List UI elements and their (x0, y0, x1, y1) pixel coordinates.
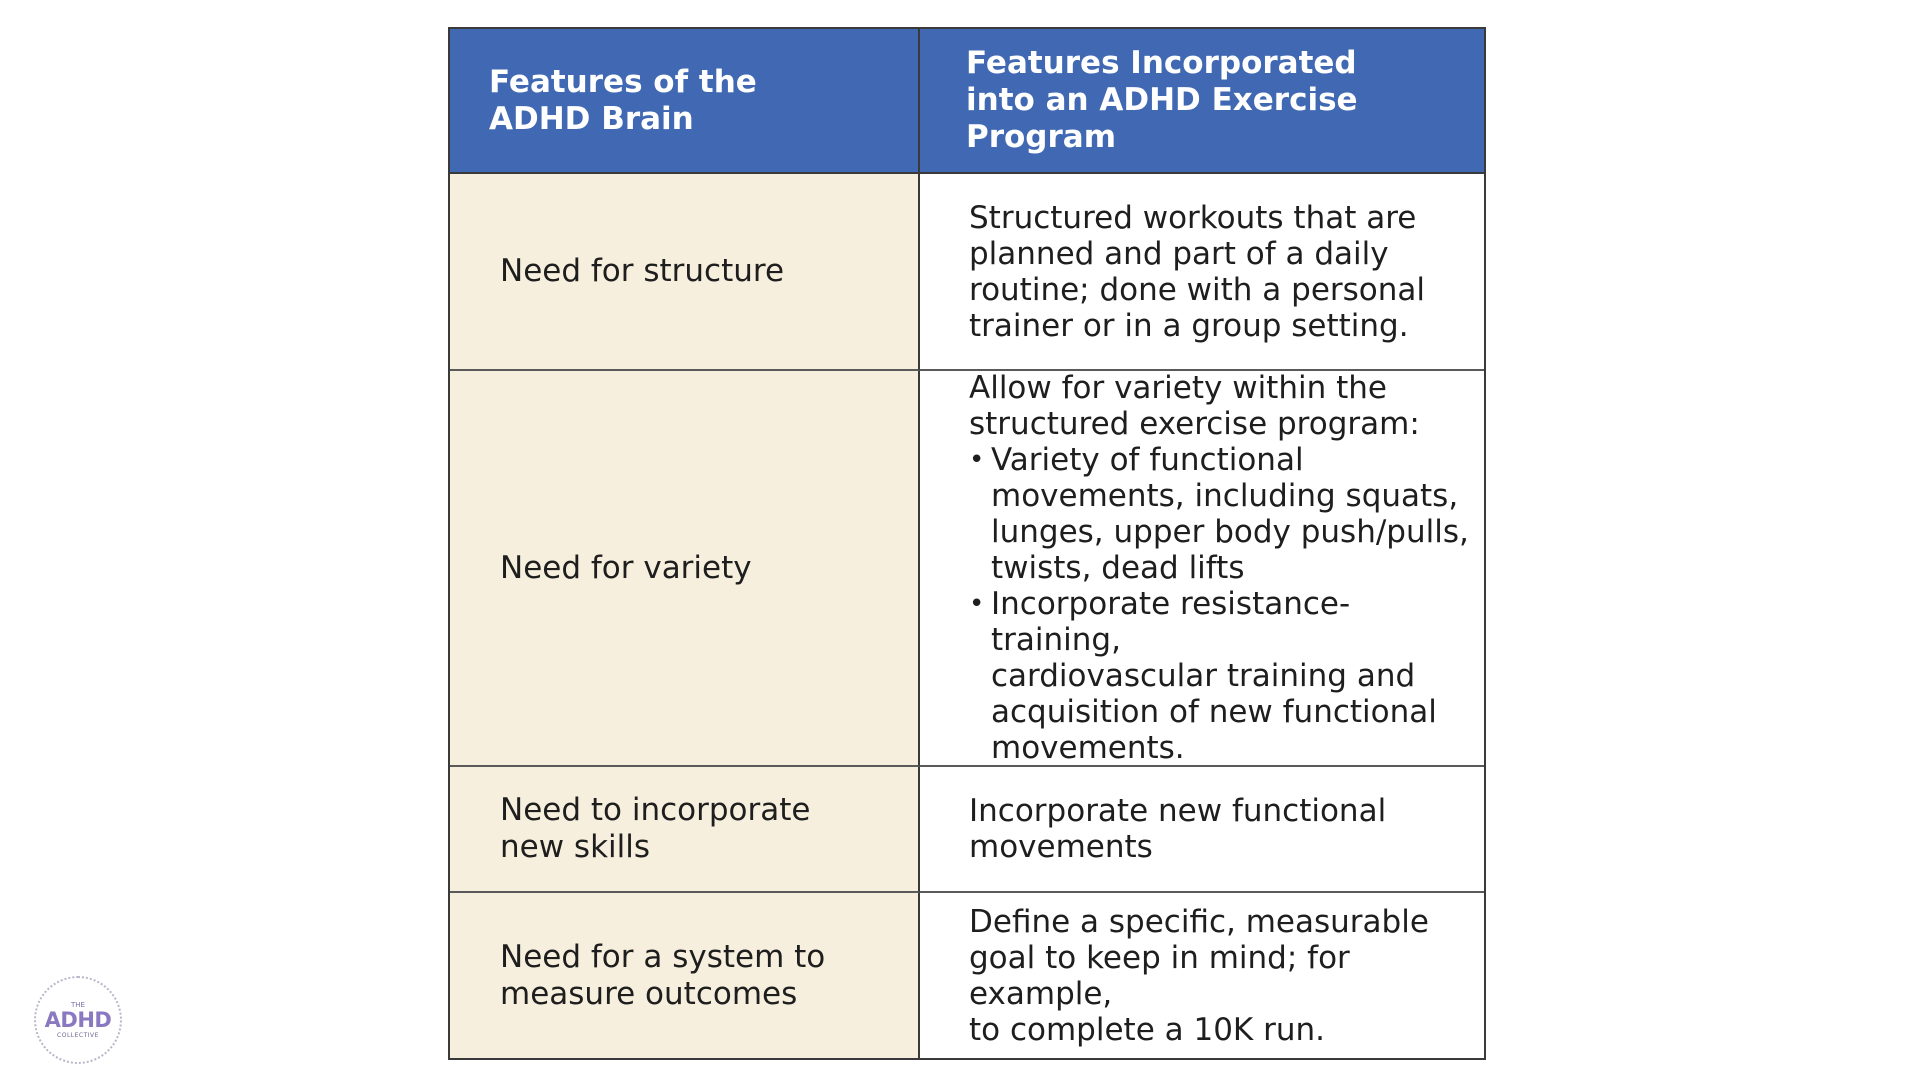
feature-variety-text: Need for variety (500, 549, 752, 586)
feature-measure-text: Need for a system to measure outcomes (500, 938, 826, 1012)
header-program-features: Features Incorporated into an ADHD Exerc… (920, 29, 1484, 174)
list-item: • Incorporate resistance-training, cardi… (969, 586, 1470, 766)
bullet-text: Variety of functional movements, includi… (991, 442, 1469, 586)
header-program-features-label: Features Incorporated into an ADHD Exerc… (966, 45, 1358, 155)
program-cell-structure: Structured workouts that are planned and… (920, 174, 1484, 371)
comparison-table: Features of the ADHD Brain Features Inco… (448, 27, 1486, 1060)
program-cell-new-skills: Incorporate new functional movements (920, 767, 1484, 893)
logo-ring-icon (34, 976, 122, 1064)
variety-bullet-list: • Variety of functional movements, inclu… (969, 442, 1470, 766)
program-new-skills-text: Incorporate new functional movements (969, 793, 1387, 865)
feature-cell-measure: Need for a system to measure outcomes (450, 893, 920, 1058)
header-brain-features-label: Features of the ADHD Brain (489, 63, 757, 137)
bullet-icon: • (969, 445, 985, 475)
variety-content: Allow for variety within the structured … (969, 370, 1470, 766)
bullet-icon: • (969, 589, 985, 619)
feature-new-skills-text: Need to incorporate new skills (500, 792, 811, 865)
adhd-collective-logo: THE ADHD COLLECTIVE (34, 976, 122, 1064)
program-measure-text: Define a specific, measurable goal to ke… (969, 903, 1429, 1048)
program-variety-intro: Allow for variety within the structured … (969, 370, 1420, 442)
bullet-text: Incorporate resistance-training, cardiov… (991, 586, 1437, 766)
feature-cell-new-skills: Need to incorporate new skills (450, 767, 920, 893)
header-brain-features: Features of the ADHD Brain (450, 29, 920, 174)
logo-sub-text: COLLECTIVE (57, 1032, 99, 1039)
feature-cell-structure: Need for structure (450, 174, 920, 371)
list-item: • Variety of functional movements, inclu… (969, 442, 1470, 586)
logo-main-text: ADHD (44, 1008, 112, 1032)
feature-cell-variety: Need for variety (450, 371, 920, 767)
program-cell-measure: Define a specific, measurable goal to ke… (920, 893, 1484, 1058)
feature-structure-text: Need for structure (500, 253, 785, 289)
logo-the-text: THE (71, 1001, 85, 1009)
program-cell-variety: Allow for variety within the structured … (920, 370, 1484, 767)
program-structure-text: Structured workouts that are planned and… (969, 199, 1426, 344)
